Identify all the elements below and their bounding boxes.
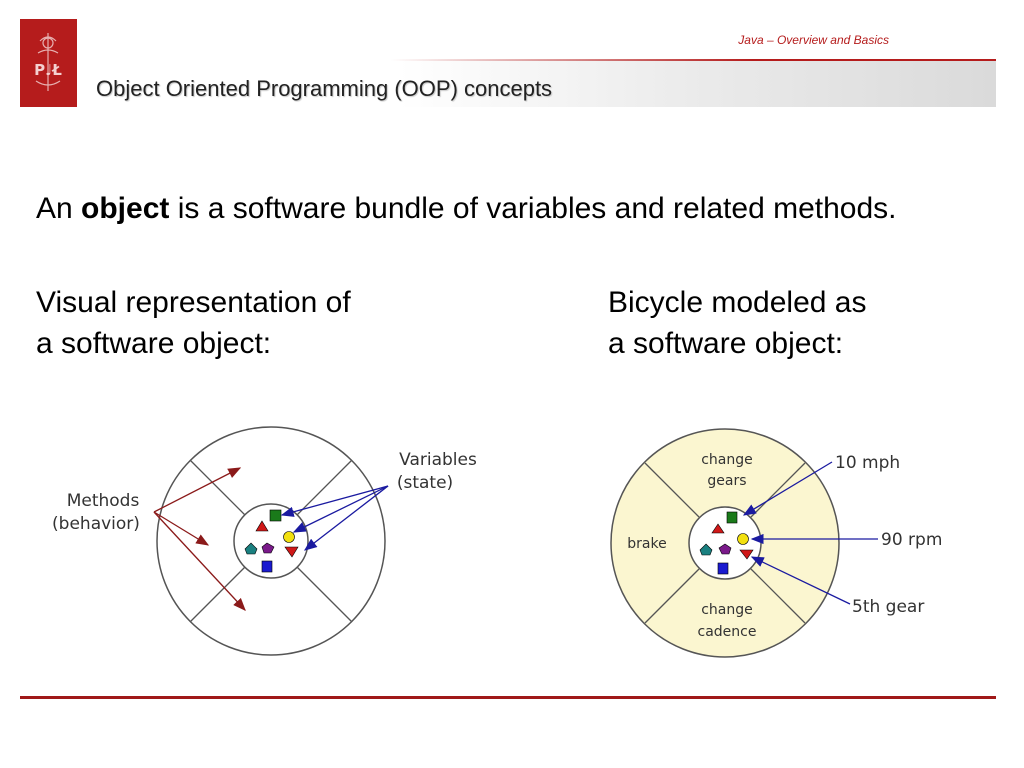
divider-line bbox=[644, 462, 700, 518]
footer-rule bbox=[20, 696, 996, 699]
variable-arrow bbox=[303, 485, 389, 551]
title-band bbox=[77, 60, 996, 107]
methods-label: Methods bbox=[67, 491, 140, 511]
brake-label: brake bbox=[627, 536, 666, 552]
variable-arrow bbox=[292, 485, 389, 533]
purple-pentagon-shape bbox=[261, 542, 275, 554]
divider-line bbox=[189, 566, 246, 623]
change-cadence-label: change bbox=[701, 602, 753, 618]
purple-pentagon-shape bbox=[718, 543, 732, 555]
yellow-circle-shape bbox=[283, 531, 295, 543]
method-arrow bbox=[153, 511, 246, 611]
red-inverted-triangle-shape bbox=[284, 546, 299, 558]
bullet-keyword: object bbox=[81, 192, 170, 225]
green-square-shape bbox=[726, 511, 738, 524]
method-arrow bbox=[153, 467, 242, 513]
caption-left: Visual representation of a software obje… bbox=[36, 286, 351, 360]
bicycle-object-diagram: change gears brake change cadence 10 mph… bbox=[610, 428, 942, 658]
caption-right: Bicycle modeled as a software object: bbox=[608, 286, 867, 360]
software-object-diagram: Methods (behavior) Variables (state) bbox=[52, 426, 477, 656]
change-gears-label: change bbox=[701, 452, 753, 468]
divider-line bbox=[750, 568, 806, 624]
state-label: (state) bbox=[397, 473, 453, 493]
variable-arrow bbox=[280, 485, 389, 517]
divider-line bbox=[189, 459, 246, 516]
bullet-prefix: An bbox=[36, 192, 82, 225]
divider-line bbox=[644, 568, 700, 624]
green-square-shape bbox=[269, 509, 282, 522]
blue-square-shape bbox=[717, 562, 729, 575]
speed-value-label: 10 mph bbox=[835, 453, 900, 473]
speed-arrow bbox=[742, 461, 833, 516]
variables-label: Variables bbox=[399, 450, 477, 470]
cadence-label: cadence bbox=[698, 624, 757, 640]
yellow-circle-shape bbox=[737, 533, 749, 545]
red-triangle-shape bbox=[711, 523, 725, 534]
gear-value-label: 5th gear bbox=[852, 597, 924, 617]
logo-text: P♩Ł bbox=[34, 61, 62, 79]
blue-square-shape bbox=[261, 560, 273, 573]
divider-line bbox=[296, 566, 353, 623]
cadence-value-label: 90 rpm bbox=[881, 530, 942, 550]
divider-line bbox=[750, 462, 806, 518]
red-inverted-triangle-shape bbox=[739, 549, 754, 560]
teal-pentagon-shape bbox=[244, 542, 258, 555]
definition-bullet: An object is a software bundle of variab… bbox=[36, 189, 948, 228]
header-rule bbox=[390, 59, 996, 61]
presentation-subtitle: Java – Overview and Basics bbox=[738, 33, 889, 47]
gear-arrow bbox=[750, 556, 851, 605]
method-arrow bbox=[153, 511, 210, 546]
bullet-rest: is a software bundle of variables and re… bbox=[169, 192, 897, 225]
divider-line bbox=[296, 459, 353, 516]
university-logo: P♩Ł bbox=[20, 19, 77, 107]
behavior-label: (behavior) bbox=[52, 514, 140, 534]
gears-label: gears bbox=[707, 473, 746, 489]
slide-title: Object Oriented Programming (OOP) concep… bbox=[96, 76, 553, 101]
red-triangle-shape bbox=[255, 520, 269, 532]
teal-pentagon-shape bbox=[699, 543, 713, 556]
